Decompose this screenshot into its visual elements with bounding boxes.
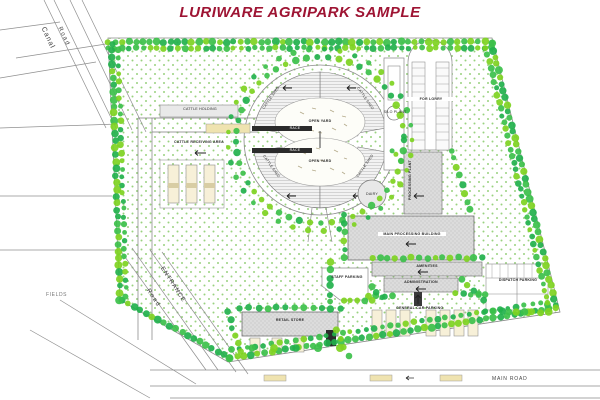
main-processing-building-label: MAIN PROCESSING BUILDING [378, 232, 446, 236]
race-bottom-label: RACE [282, 148, 308, 152]
dairy-tank-label: DAIRY [360, 192, 384, 196]
amenities-label: AMENITIES [400, 264, 454, 268]
cattle-holding-label: CATTLE HOLDING [176, 107, 224, 111]
fields-label: FIELDS [46, 292, 67, 298]
main-road-label: MAIN ROAD [492, 376, 528, 382]
open-yard-top-label: OPEN YARD [298, 119, 342, 123]
retail-store-label: RETAIL STORE [264, 318, 316, 322]
dispatch-parking-label: DISPATCH PARKING [496, 278, 540, 282]
processing-plant-label: PROCESSING PLANT [408, 160, 438, 200]
cattle-receiving-area-label: CATTLE RECEIVING AREA [160, 140, 238, 144]
cattle-receiving-arrow-icon [192, 150, 208, 156]
silo-plant-label: SILO PLANT [382, 110, 408, 114]
open-yard-bottom-label: OPEN YARD [298, 159, 342, 163]
race-top-label: RACE [282, 126, 308, 130]
general-car-parking-label: GENERAL CAR PARKING [396, 306, 440, 310]
for-lorry-label: FOR LORRY [406, 97, 456, 101]
staff-parking-label: STAFF PARKING [330, 275, 364, 279]
administration-label: ADMINISTRATION [394, 280, 448, 284]
